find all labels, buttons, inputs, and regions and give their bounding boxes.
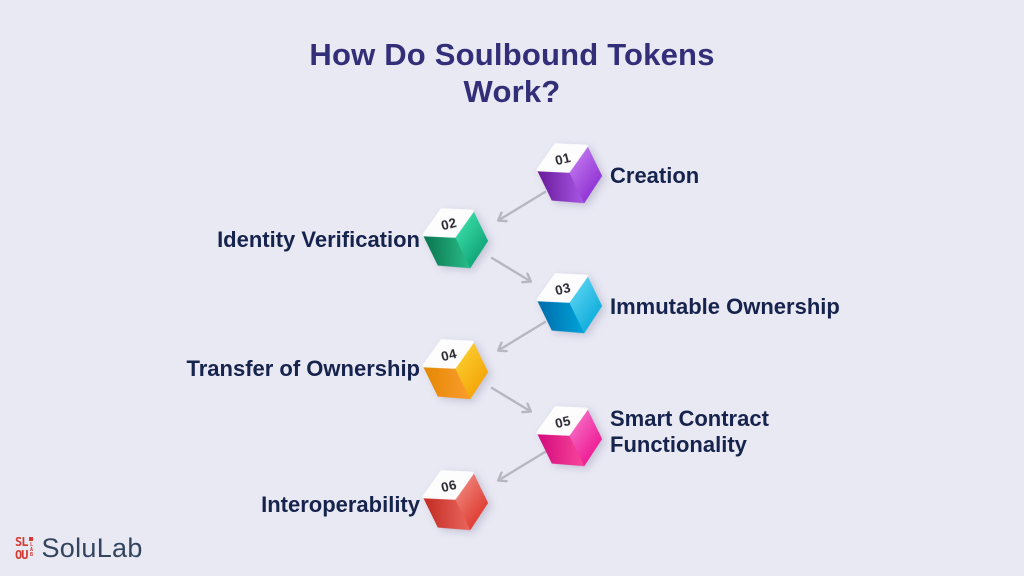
cube-face-top xyxy=(422,470,474,500)
cube-face-top xyxy=(422,208,474,238)
step-label-identity-verification: Identity Verification xyxy=(217,227,420,252)
flow-arrow-2-3 xyxy=(490,256,530,281)
cube-face-left xyxy=(537,170,585,204)
step-cube-creation: 01 xyxy=(536,139,603,209)
cube-face-left xyxy=(423,497,471,531)
step-cube-identity-verification: 02 xyxy=(422,204,489,274)
cube-face-left xyxy=(537,433,585,467)
cube-face-left xyxy=(423,235,471,269)
step-cube-smart-contract: 05 xyxy=(536,402,603,472)
step-number: 04 xyxy=(440,346,459,364)
cube-face-top xyxy=(536,273,588,303)
logo-icon-dot xyxy=(28,536,33,541)
step-number: 03 xyxy=(554,280,573,298)
cube-face-right xyxy=(455,210,489,269)
step-label-transfer-of-ownership: Transfer of Ownership xyxy=(186,356,421,381)
cube-face-top xyxy=(536,143,588,173)
logo-icon-top-text: SL xyxy=(15,534,28,549)
flow-arrow-1-2 xyxy=(499,190,547,220)
cube-face-right xyxy=(569,275,603,334)
flow-arrow-3-4 xyxy=(499,320,547,350)
step-cube-transfer-of-ownership: 04 xyxy=(422,335,489,405)
logo-icon-side-text: LAB xyxy=(28,541,35,557)
brand-logo: SL OU LAB SoluLab xyxy=(15,533,143,564)
cube-face-top xyxy=(422,339,474,369)
cube-face-left xyxy=(423,366,471,400)
step-number: 06 xyxy=(440,477,459,495)
step-cube-interoperability: 06 xyxy=(422,466,489,536)
step-number: 05 xyxy=(554,413,573,431)
cube-face-left xyxy=(537,300,585,334)
step-label-creation: Creation xyxy=(610,163,700,188)
logo-icon-bottom-text: OU xyxy=(15,547,28,562)
cube-face-right xyxy=(569,145,603,204)
flow-arrow-4-5 xyxy=(490,386,530,411)
step-number: 01 xyxy=(554,150,573,168)
flow-arrow-5-6 xyxy=(499,450,547,480)
step-label-immutable-ownership: Immutable Ownership xyxy=(610,294,840,319)
cube-face-right xyxy=(569,408,603,467)
page-title: How Do Soulbound Tokens Work? xyxy=(309,37,715,109)
cube-face-right xyxy=(455,341,489,400)
cube-face-right xyxy=(455,472,489,531)
brand-name: SoluLab xyxy=(41,533,143,563)
step-label-interoperability: Interoperability xyxy=(261,492,420,517)
solulab-logo-icon: SL OU LAB xyxy=(15,534,35,562)
cube-face-top xyxy=(536,406,588,436)
step-label-smart-contract-functionality: Smart Contract Functionality xyxy=(610,406,769,457)
step-cube-immutable-ownership: 03 xyxy=(536,269,603,339)
step-number: 02 xyxy=(440,215,459,233)
